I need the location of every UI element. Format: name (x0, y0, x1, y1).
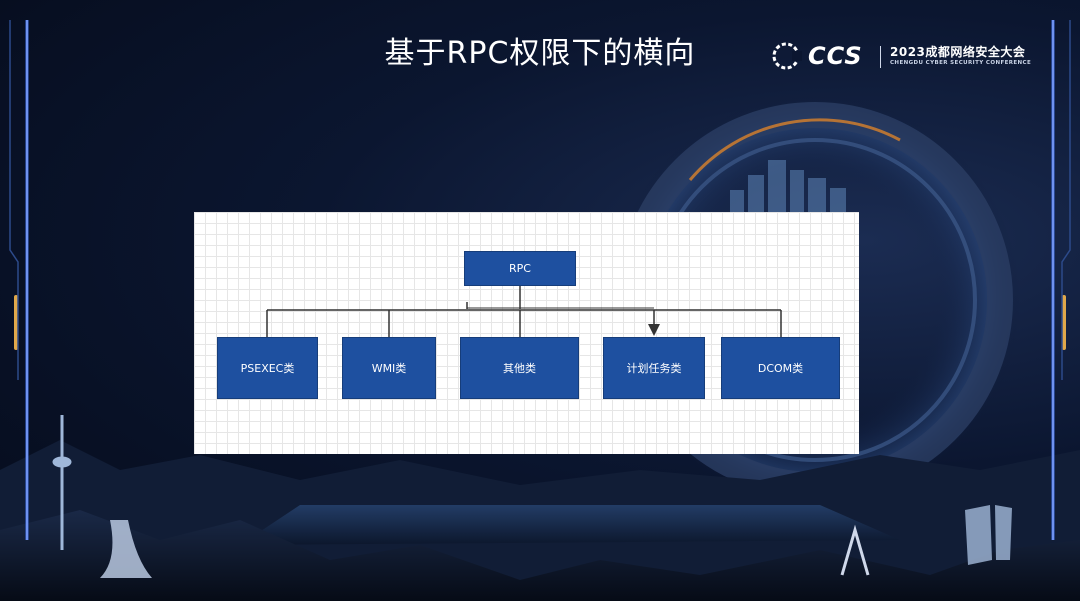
ccs-logo-icon (772, 42, 802, 70)
node-rpc: RPC (464, 251, 576, 286)
left-frame (9, 20, 29, 540)
arch (840, 524, 870, 576)
node-dcom: DCOM类 (721, 337, 840, 399)
node-psexec: PSEXEC类 (217, 337, 318, 399)
node-wmi: WMI类 (342, 337, 436, 399)
conference-logo: CCS 2023成都网络安全大会 CHENGDU CYBER SECURITY … (770, 40, 1040, 76)
water (240, 505, 900, 545)
logo-conference-en: CHENGDU CYBER SECURITY CONFERENCE (890, 60, 1032, 66)
ring-orange-accent (688, 118, 901, 181)
building-left (100, 520, 152, 578)
rpc-diagram: RPC PSEXEC类 WMI类 其他类 计划任务类 DCOM类 (194, 212, 859, 454)
tv-tower (52, 415, 72, 550)
skyline (730, 160, 846, 220)
right-frame (1051, 20, 1071, 540)
logo-brand: CCS (808, 42, 863, 70)
mountains-front (0, 510, 1080, 601)
node-scheduled-task: 计划任务类 (603, 337, 705, 399)
slide-title: 基于RPC权限下的横向 (384, 36, 696, 71)
logo-conference-cn: 2023成都网络安全大会 (890, 45, 1026, 59)
logo-divider (880, 46, 881, 68)
node-other: 其他类 (460, 337, 579, 399)
building-right (965, 505, 1012, 565)
diagram-connectors (266, 286, 782, 337)
